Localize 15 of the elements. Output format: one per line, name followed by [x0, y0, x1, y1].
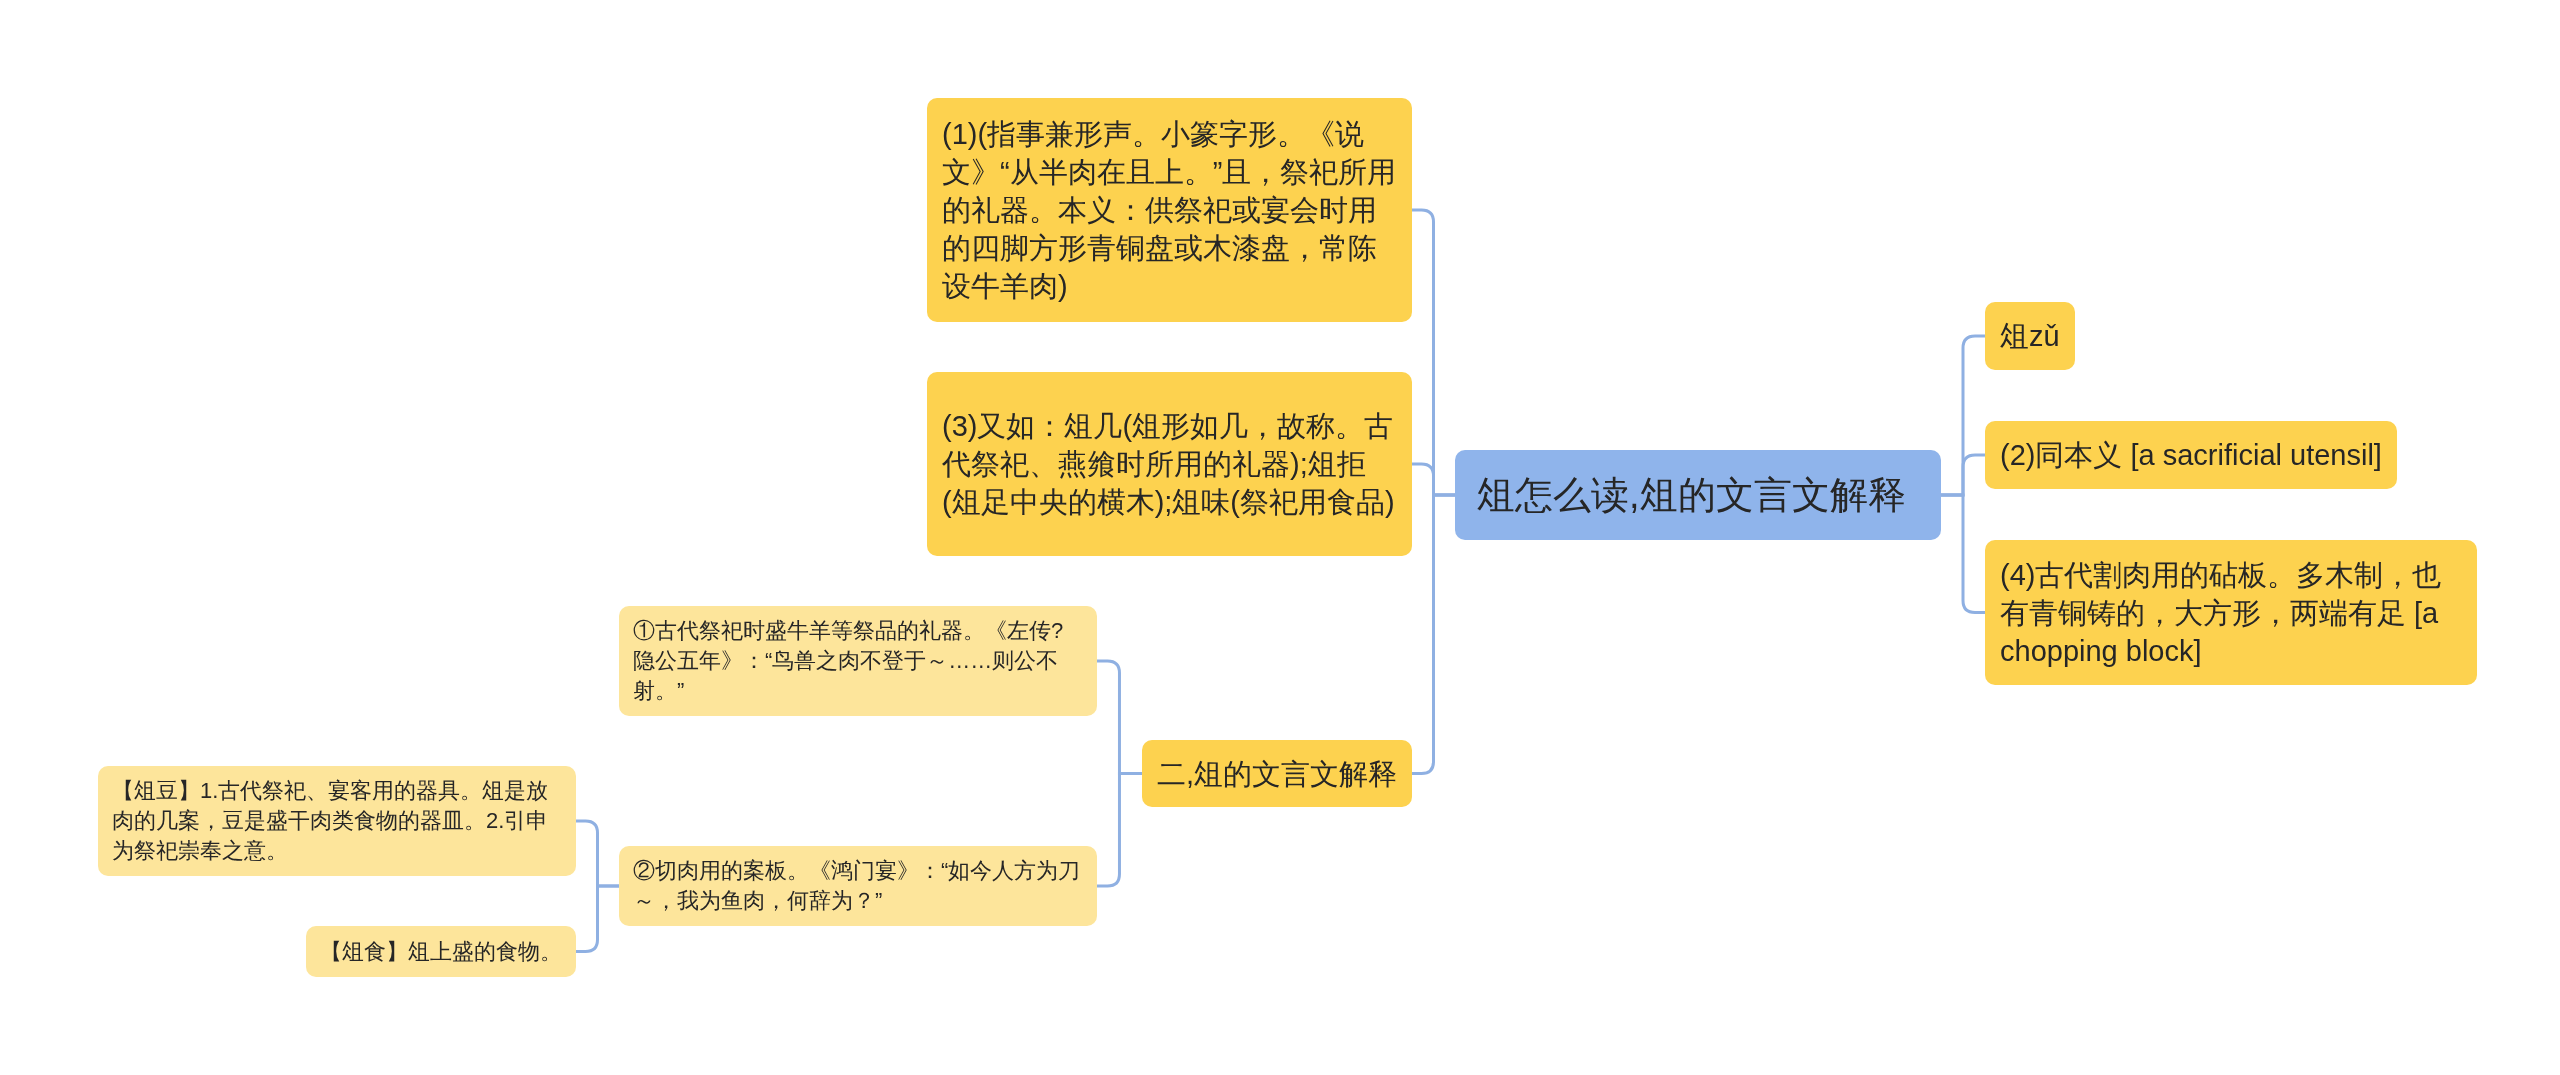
topic-box: (1)(指事兼形声。小篆字形。《说文》“从半肉在且上。”且，祭祀所用的礼器。本义：供祭祀或宴会时用的四脚方形青铜盘或木漆盘，常陈设牛羊肉) — [927, 98, 1412, 322]
topic-box: (2)同本义 [a sacrificial utensil] — [1985, 421, 2397, 489]
topic-box: (3)又如：俎几(俎形如几，故称。古代祭祀、燕飨时所用的礼器);俎拒(俎足中央的横木);俎味(祭祀用食品) — [927, 372, 1412, 556]
connector-line — [576, 884, 619, 953]
topic-box: 二,俎的文言文解释 — [1141, 740, 1412, 807]
central-topic: 俎怎么读,俎的文言文解释 — [1455, 450, 1941, 540]
connector-line — [1941, 493, 1985, 614]
topic-box: (4)古代割肉用的砧板。多木制，也有青铜铸的，大方形，两端有足 [a chopping block] — [1985, 540, 2477, 685]
subtopic-box: 【俎食】俎上盛的食物。 — [306, 926, 576, 977]
subtopic-box: ①古代祭祀时盛牛羊等祭品的礼器。《左传?隐公五年》：“鸟兽之肉不登于～……则公不射。” — [619, 606, 1097, 716]
topic-box: 俎zǔ — [1985, 302, 2075, 370]
subtopic-box: 【俎豆】1.古代祭祀、宴客用的器具。俎是放肉的几案，豆是盛干肉类食物的器皿。2.引申为祭祀崇奉之意。 — [98, 766, 576, 876]
connector-line — [1412, 493, 1455, 775]
subtopic-box: ②切肉用的案板。《鸿门宴》：“如今人方为刀～，我为鱼肉，何辞为？” — [619, 846, 1097, 926]
connector-line — [1097, 772, 1142, 888]
